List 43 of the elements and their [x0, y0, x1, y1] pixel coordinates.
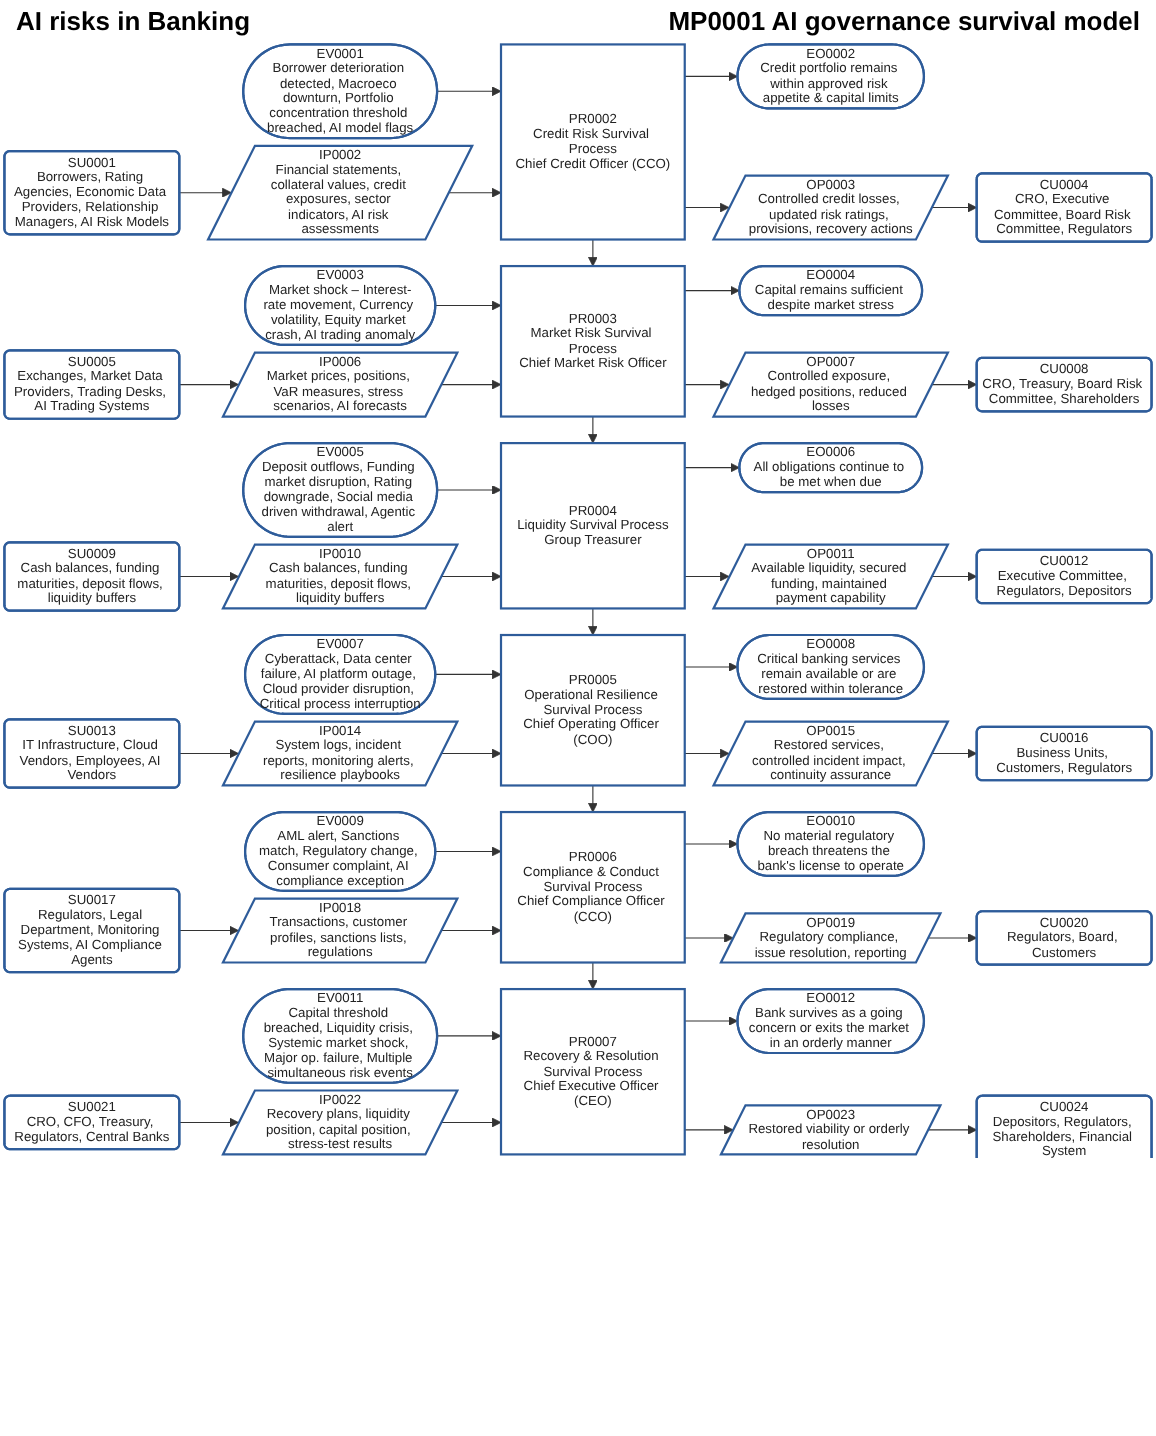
arrow [588, 607, 598, 636]
arrow [684, 748, 730, 759]
arrow [448, 187, 502, 198]
arrow [588, 238, 598, 267]
diagram-title: AI risks in Banking [16, 6, 251, 38]
arrow [178, 925, 239, 936]
arrow [178, 748, 239, 759]
arrow [441, 748, 502, 759]
arrow [684, 1125, 734, 1135]
arrow [178, 379, 239, 390]
arrow [441, 571, 502, 582]
arrow [684, 571, 730, 582]
arrow [436, 1031, 502, 1041]
arrow [178, 571, 239, 582]
arrow [441, 1117, 502, 1128]
arrow [684, 462, 740, 473]
arrow [434, 846, 502, 857]
arrow [178, 187, 232, 198]
arrow [684, 202, 730, 213]
model-title: MP0001 AI governance survival model [668, 6, 1140, 38]
arrow [684, 839, 738, 849]
arrow [684, 933, 734, 943]
arrow [436, 86, 502, 97]
arrow [588, 784, 598, 813]
arrow [441, 379, 502, 390]
arrow [684, 379, 730, 390]
arrow [684, 662, 738, 672]
arrow [684, 71, 738, 82]
arrow [434, 669, 502, 680]
arrow [684, 1016, 738, 1026]
arrow [931, 202, 978, 213]
arrow [931, 748, 978, 759]
arrow [434, 300, 502, 311]
arrow [178, 1117, 239, 1128]
arrow [684, 285, 740, 296]
arrow [931, 571, 978, 582]
arrow [927, 933, 978, 943]
arrow [588, 961, 598, 990]
arrow [931, 379, 978, 390]
arrow [441, 925, 502, 936]
arrow [927, 1125, 978, 1135]
arrow [436, 485, 502, 495]
arrow [588, 416, 598, 444]
